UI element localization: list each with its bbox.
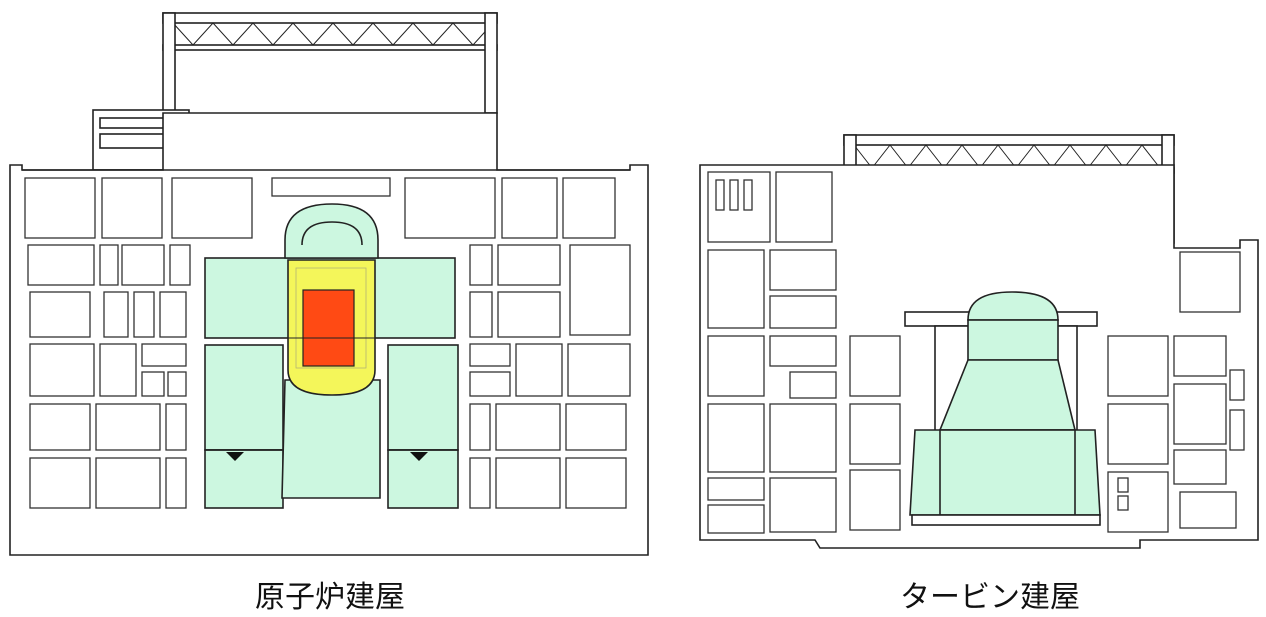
turbine-generator-zone bbox=[904, 291, 1101, 526]
turbine-building-section bbox=[699, 134, 1259, 549]
left-suppression-pool bbox=[204, 449, 284, 509]
right-suppression-pool bbox=[387, 449, 459, 509]
reactor-left-rooms bbox=[24, 177, 253, 509]
reactor-roof-truss bbox=[162, 12, 498, 114]
reactor-right-rooms bbox=[404, 177, 631, 509]
water-level-marker-left bbox=[226, 452, 244, 461]
reactor-pressure-vessel bbox=[205, 259, 455, 396]
turbine-right-rooms bbox=[1107, 251, 1245, 533]
turbine-building-caption: タービン建屋 bbox=[900, 580, 1080, 615]
reactor-core bbox=[302, 289, 355, 367]
turbine-casing-dome bbox=[967, 291, 1059, 321]
reactor-building-section bbox=[9, 12, 649, 556]
water-level-marker-right bbox=[410, 452, 428, 461]
pedestal-zone bbox=[281, 379, 381, 499]
reactor-building-caption: 原子炉建屋 bbox=[255, 580, 405, 615]
reactor-head-dome bbox=[284, 203, 379, 259]
turbine-left-rooms bbox=[707, 171, 901, 534]
